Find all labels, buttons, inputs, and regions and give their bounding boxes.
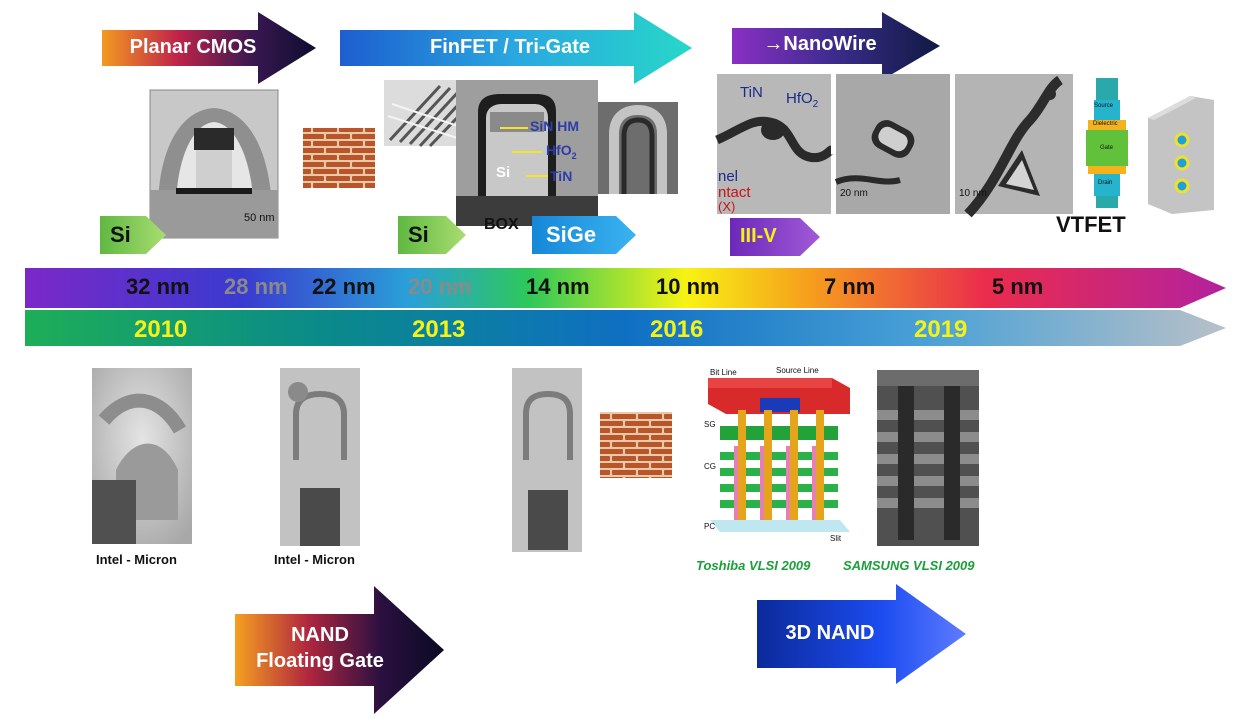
nanowire-arrow: [732, 12, 940, 80]
node-28nm: 28 nm: [224, 274, 288, 299]
vtfet-layer-gate: Gate: [1100, 145, 1114, 151]
nanowire-label-channel: nel: [718, 168, 739, 185]
node-32nm: 32 nm: [126, 274, 190, 299]
3d-nand-label: 3D NAND: [785, 622, 875, 644]
vtfet-layer-dielectric: Dielectric: [1093, 121, 1118, 127]
nanowire-label-hfo2-text: HfO: [786, 90, 813, 107]
iii-v-tag-shape: [730, 218, 820, 256]
brick-wall-icon-2: [600, 412, 672, 478]
sige-tag: SiGe: [546, 222, 597, 247]
intel-micron-caption-2: Intel - Micron: [274, 552, 355, 567]
vtfet-label: VTFET: [1056, 212, 1126, 237]
finfet-arrow: [340, 12, 692, 84]
node-20nm: 20 nm: [408, 274, 472, 299]
bics-source-line-label: Source Line: [776, 366, 819, 375]
intel-micron-tem-2: [280, 368, 360, 546]
nanowire-scale-2: 10 nm: [959, 188, 987, 199]
nanowire-label-hfo2: HfO2: [786, 90, 819, 110]
iii-v-tag: III-V: [740, 225, 777, 247]
nanowire-label-paren: (X): [718, 199, 736, 214]
finfet-label-box: BOX: [484, 216, 519, 233]
vtfet-3d-block: [1148, 96, 1214, 214]
node-5nm: 5 nm: [992, 274, 1044, 299]
toshiba-caption: Toshiba VLSI 2009: [696, 558, 811, 573]
sige-tag-shape: [532, 216, 636, 254]
year-2016: 2016: [650, 316, 704, 343]
si-finfet-tag-shape: [398, 216, 466, 254]
year-2013: 2013: [412, 316, 466, 343]
nanowire-tem-image-2: [834, 74, 950, 214]
3d-nand-arrow: [757, 584, 966, 684]
nanowire-tem-image-1: [715, 74, 834, 214]
nand-floating-gate-arrow: [235, 586, 444, 714]
finfet-tri-gate-label: FinFET / Tri-Gate: [429, 36, 590, 58]
finfet-callout-lines: [500, 127, 548, 177]
finfet-label-hfo2: HfO2: [546, 142, 577, 161]
nanowire-scale-1: 20 nm: [840, 188, 868, 199]
intel-micron-tem-1: [92, 368, 192, 544]
bics-bit-line-label: Bit Line: [710, 368, 737, 377]
intel-micron-caption-1: Intel - Micron: [96, 552, 177, 567]
node-7nm: 7 nm: [824, 274, 876, 299]
nanowire-label: →NanoWire: [763, 33, 877, 55]
toshiba-bics-3d-diagram: [708, 378, 850, 532]
year-2010: 2010: [134, 316, 188, 343]
vtfet-layer-source: Source: [1094, 103, 1114, 109]
node-timeline-arrow: [25, 268, 1226, 308]
si-planar-tag-shape: [100, 216, 166, 254]
year-2019: 2019: [914, 316, 968, 343]
finfet-label-tin: TiN: [550, 168, 573, 184]
planar-scale-label: 50 nm: [244, 212, 275, 224]
vtfet-stack-diagram: [1086, 78, 1128, 208]
si-planar-tag: Si: [110, 222, 131, 247]
finfet-label-sin-hm: SiN HM: [530, 118, 579, 134]
bics-sg-label: SG: [704, 420, 716, 429]
finfet-label-si: Si: [496, 164, 511, 181]
finfet-label-hfo2-text: HfO: [546, 142, 572, 158]
samsung-3d-nand-tem: [877, 370, 979, 546]
samsung-caption: SAMSUNG VLSI 2009: [843, 558, 975, 573]
finfet-tem-inset-image: [598, 102, 678, 194]
bics-cg-label: CG: [704, 462, 716, 471]
nanowire-label-contact: ntact: [718, 184, 751, 201]
nand-tem-3: [512, 368, 582, 552]
year-timeline-arrow: [25, 310, 1226, 346]
nanowire-tem-image-3: [955, 74, 1073, 218]
vtfet-layer-drain: Drain: [1098, 180, 1113, 186]
bics-pc-label: PC: [704, 522, 716, 531]
nand-label-line1: NAND: [291, 624, 349, 646]
bics-slit-label: Slit: [830, 534, 842, 543]
node-14nm: 14 nm: [526, 274, 590, 299]
node-10nm: 10 nm: [656, 274, 720, 299]
node-22nm: 22 nm: [312, 274, 376, 299]
brick-wall-icon: [303, 128, 375, 188]
si-finfet-tag: Si: [408, 222, 429, 247]
planar-tem-image: [149, 89, 279, 239]
nand-label-line2: Floating Gate: [256, 650, 384, 672]
planar-cmos-label: Planar CMOS: [129, 36, 257, 58]
planar-cmos-arrow: [102, 12, 316, 84]
nanowire-label-tin: TiN: [740, 84, 763, 101]
